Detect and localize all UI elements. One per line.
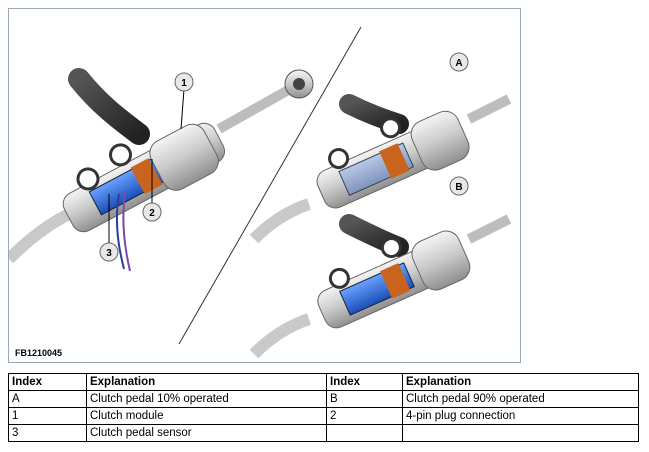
- svg-text:2: 2: [149, 208, 155, 219]
- header-explanation-1: Explanation: [85, 373, 328, 391]
- svg-text:A: A: [455, 58, 462, 69]
- table-row: 1 Clutch module 2 4-pin plug connection: [8, 407, 640, 425]
- svg-text:3: 3: [106, 248, 112, 259]
- table-row: 3 Clutch pedal sensor: [8, 424, 640, 442]
- table-cell: [326, 424, 403, 442]
- table-header-row: Index Explanation Index Explanation: [8, 373, 640, 391]
- callout-b: B: [449, 176, 469, 196]
- svg-text:B: B: [455, 182, 462, 193]
- table-cell: B: [326, 390, 403, 408]
- header-explanation-2: Explanation: [401, 373, 640, 391]
- module-state-a: [249, 94, 512, 244]
- clutch-module-illustration: 1 2 3 A B FB1210045: [8, 8, 521, 363]
- table-cell: [401, 424, 640, 442]
- table-row: A Clutch pedal 10% operated B Clutch ped…: [8, 390, 640, 408]
- illustration-drawing: 1 2 3 A B: [9, 26, 512, 359]
- table-cell: 3: [8, 424, 87, 442]
- left-module: [9, 68, 314, 272]
- table-cell: 1: [8, 407, 87, 425]
- module-state-b: [249, 214, 512, 359]
- header-index-2: Index: [326, 373, 403, 391]
- table-cell: Clutch pedal sensor: [85, 424, 328, 442]
- legend-table: Index Explanation Index Explanation A Cl…: [8, 373, 640, 442]
- callout-a: A: [449, 52, 469, 72]
- table-cell: Clutch module: [85, 407, 328, 425]
- figure-id-label: FB1210045: [15, 348, 63, 358]
- table-cell: 2: [326, 407, 403, 425]
- table-cell: A: [8, 390, 87, 408]
- table-cell: 4-pin plug connection: [401, 407, 640, 425]
- table-cell: Clutch pedal 10% operated: [85, 390, 328, 408]
- callout-2: 2: [142, 202, 162, 222]
- table-cell: Clutch pedal 90% operated: [401, 390, 640, 408]
- callout-3: 3: [99, 242, 119, 262]
- svg-text:1: 1: [181, 78, 187, 89]
- header-index-1: Index: [8, 373, 87, 391]
- callout-1: 1: [174, 72, 194, 92]
